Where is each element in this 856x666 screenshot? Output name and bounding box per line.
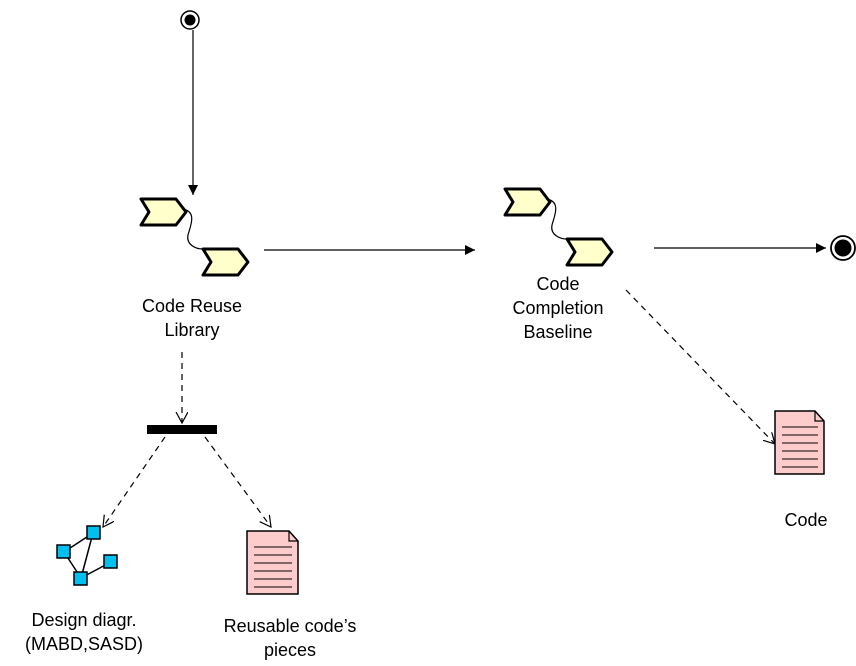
code-label: Code: [770, 508, 842, 532]
label-line: Code Reuse: [141, 296, 243, 316]
code-completion-baseline-label: Code Completion Baseline: [478, 272, 638, 344]
end-node: [830, 235, 856, 261]
output-flow-to-design-diagram: [103, 436, 166, 527]
label-line: Baseline: [523, 322, 593, 342]
label-line: Code: [784, 510, 828, 530]
network-diagram-icon: [56, 525, 118, 586]
label-line: Reusable code’s: [223, 616, 357, 636]
code-reuse-library-label: Code Reuse Library: [112, 294, 272, 342]
output-flow-to-reusable-code: [204, 436, 271, 527]
process-chevron-pair-icon: [503, 187, 614, 267]
document-icon: [774, 410, 825, 475]
label-line: Completion: [512, 298, 604, 318]
fork-bar: [147, 425, 217, 434]
process-chevron-pair-icon: [139, 197, 250, 277]
label-line: Code: [536, 274, 580, 294]
design-diagram-label: Design diagr. (MABD,SASD): [0, 608, 168, 656]
output-flow-to-code: [625, 289, 775, 444]
reusable-code-pieces-label: Reusable code’s pieces: [200, 614, 380, 662]
label-line: Library: [164, 320, 220, 340]
label-line: pieces: [263, 640, 317, 660]
start-node: [180, 10, 200, 30]
label-line: (MABD,SASD): [24, 634, 143, 654]
label-line: Design diagr.: [31, 610, 137, 630]
document-icon: [246, 530, 299, 595]
